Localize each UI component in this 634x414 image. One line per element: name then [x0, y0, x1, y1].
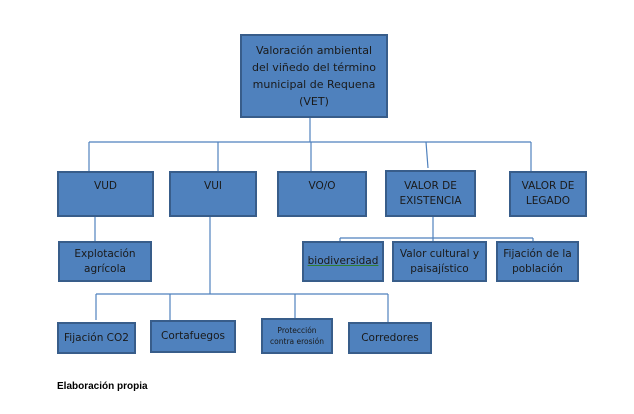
connector-existencia	[425, 141, 429, 169]
node-vui: VUI	[169, 171, 257, 217]
root-node-vet: Valoración ambiental del viñedo del térm…	[240, 34, 388, 118]
node-valor-existencia: VALOR DE EXISTENCIA	[385, 170, 476, 217]
node-fijacion-co2: Fijación CO2	[57, 322, 136, 354]
node-vud: VUD	[57, 171, 154, 217]
node-corredores: Corredores	[348, 322, 432, 354]
node-biodiversidad: biodiversidad	[302, 241, 384, 282]
caption: Elaboración propia	[57, 381, 148, 392]
node-fijacion-poblacion: Fijación de la población	[496, 241, 579, 282]
node-cortafuegos: Cortafuegos	[150, 320, 236, 353]
node-proteccion-erosion: Protección contra erosión	[261, 318, 333, 354]
node-vo: VO/O	[277, 171, 367, 217]
node-biodiversidad-label: biodiversidad	[307, 255, 379, 267]
node-valor-legado: VALOR DE LEGADO	[509, 171, 587, 217]
node-valor-cultural: Valor cultural y paisajístico	[392, 241, 487, 282]
node-explotacion-agricola: Explotación agrícola	[58, 241, 152, 282]
